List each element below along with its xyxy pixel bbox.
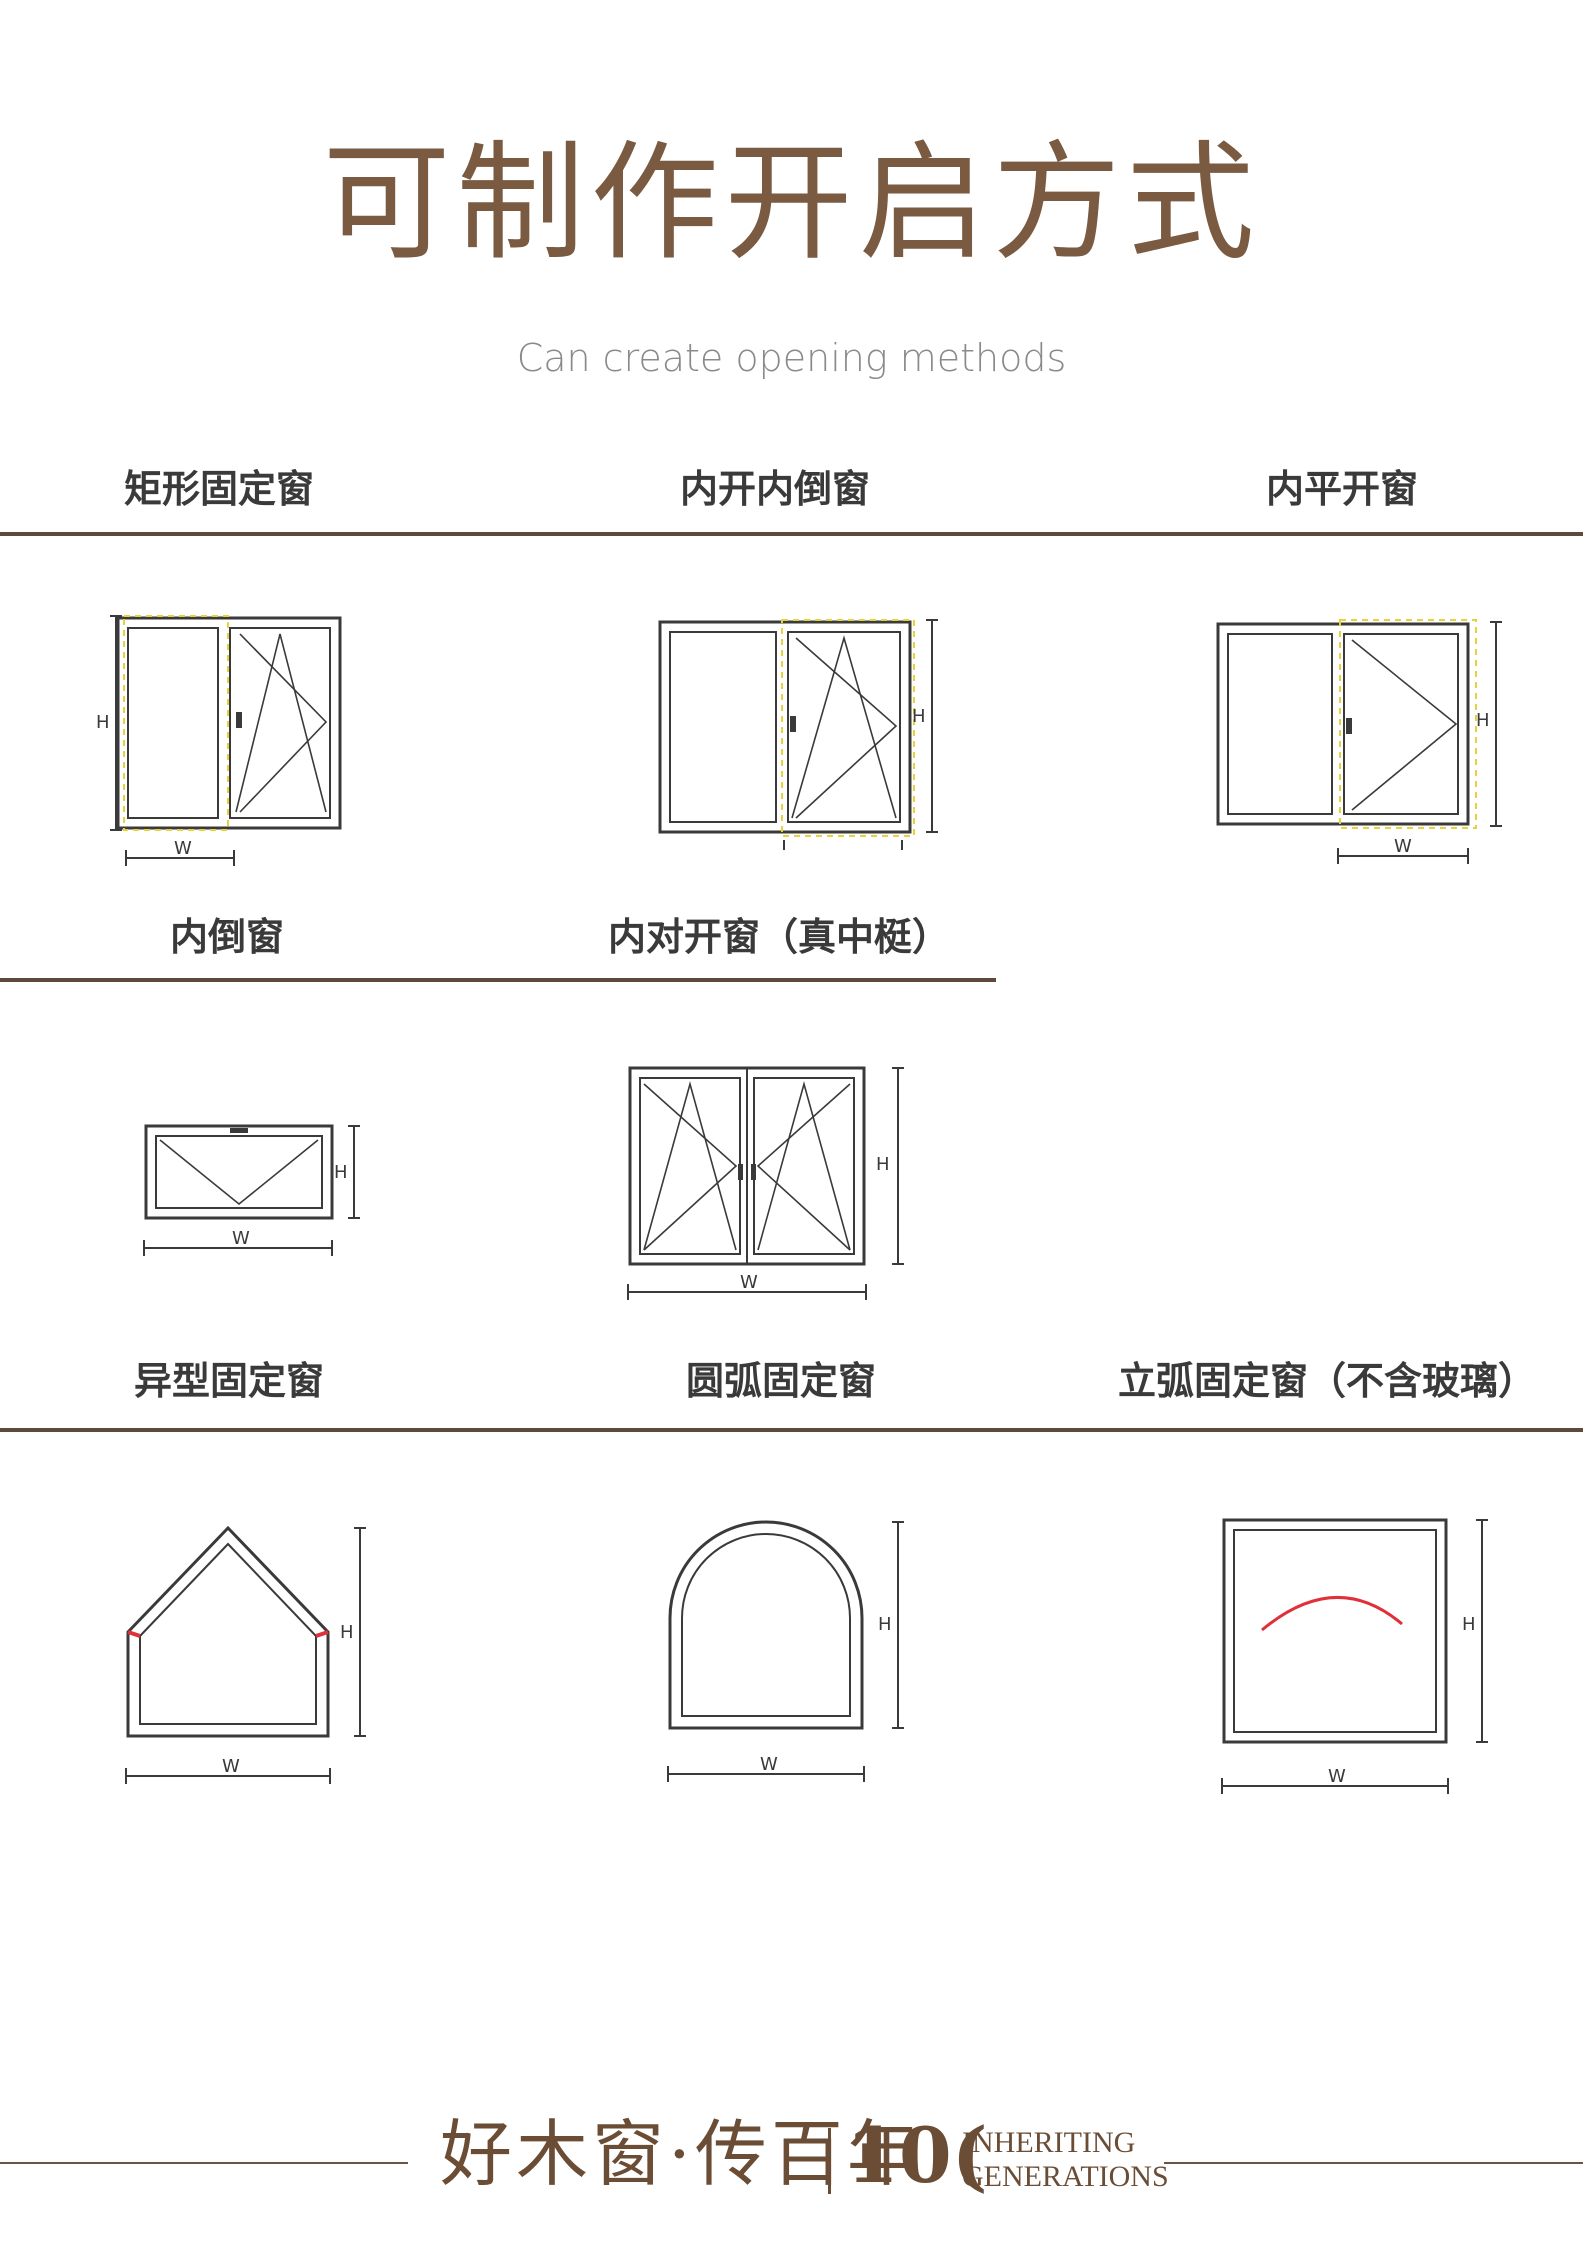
label-casement-window: 内平开窗: [1266, 467, 1419, 511]
h-dimension-label: H: [1462, 1614, 1476, 1635]
label-french-casement-window: 内对开窗（真中梃）: [608, 915, 951, 959]
casement-window-diagram: H W: [1216, 619, 1502, 864]
w-dimension-label: W: [174, 838, 192, 859]
w-dimension-label: W: [1394, 836, 1412, 857]
page-subtitle: Can create opening methods: [516, 336, 1067, 380]
w-dimension-label: W: [740, 1272, 758, 1293]
footer-logo-number: 10(: [846, 2111, 988, 2200]
h-dimension-label: H: [1476, 710, 1490, 731]
label-vertical-arc-fixed-window: 立弧固定窗（不含玻璃）: [1118, 1359, 1537, 1403]
footer-tagline-line2: GENERATIONS: [962, 2160, 1169, 2193]
footer-rule-left: [0, 2162, 408, 2164]
h-dimension-label: H: [96, 712, 110, 733]
label-tilt-turn-window: 内开内倒窗: [680, 467, 871, 511]
h-dimension-label: H: [876, 1154, 890, 1175]
h-dimension-label: H: [334, 1162, 348, 1183]
label-bottom-hung-window: 内倒窗: [170, 915, 285, 959]
w-dimension-label: W: [760, 1754, 778, 1775]
arched-fixed-window-diagram: H W: [667, 1520, 904, 1782]
footer-divider: [828, 2128, 831, 2194]
w-dimension-label: W: [222, 1756, 240, 1777]
rect-fixed-window-diagram: H W: [96, 615, 342, 866]
footer-slogan: 好木窗·传百年: [440, 2112, 923, 2196]
section-rule-3: [0, 1428, 1583, 1432]
vertical-arc-fixed-window-diagram: H W: [1221, 1518, 1488, 1794]
section-rule-2: [0, 978, 996, 982]
bottom-hung-window-diagram: H W: [143, 1124, 360, 1256]
footer-rule-right: [1164, 2162, 1583, 2164]
w-dimension-label: W: [1328, 1766, 1346, 1787]
label-shaped-fixed-window: 异型固定窗: [134, 1359, 325, 1403]
w-dimension-label: W: [232, 1228, 250, 1249]
page-title: 可制作开启方式: [322, 129, 1261, 278]
h-dimension-label: H: [340, 1622, 354, 1643]
shaped-fixed-window-diagram: H W: [125, 1525, 366, 1784]
footer-tagline-line1: INHERITING: [962, 2126, 1136, 2159]
tilt-turn-window-diagram: H: [658, 619, 938, 850]
label-rect-fixed-window: 矩形固定窗: [124, 467, 315, 511]
section-rule-1: [0, 532, 1583, 536]
french-casement-window-diagram: H W: [627, 1066, 904, 1300]
label-arched-fixed-window: 圆弧固定窗: [686, 1359, 877, 1403]
h-dimension-label: H: [912, 706, 926, 727]
h-dimension-label: H: [878, 1614, 892, 1635]
